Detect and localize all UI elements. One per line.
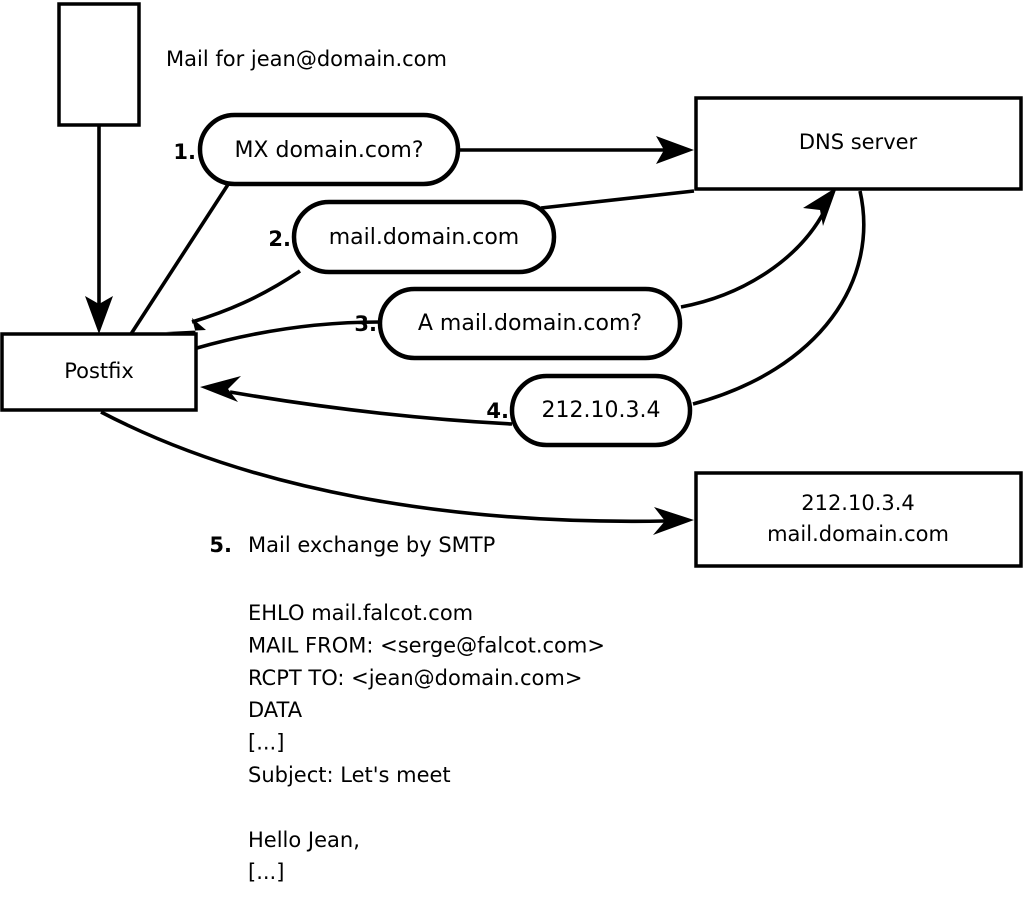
transcript-line: DATA [248,698,303,722]
step-2-number: 2. [268,227,291,251]
node-postfix-label: Postfix [64,359,134,383]
node-dns-server-label: DNS server [799,130,918,154]
edge-step1-to-dns [459,136,694,164]
node-client [57,2,141,127]
edge-dns-to-step2 [540,189,695,210]
node-mail-host-ip: 212.10.3.4 [801,491,915,515]
arrowhead-client-postfix [85,296,113,334]
node-mail-host: 212.10.3.4 mail.domain.com [694,471,1023,568]
diagram-title: Mail for jean@domain.com [166,47,447,71]
step-3-bubble: A mail.domain.com? [377,286,683,361]
edge-dns-to-step4 [692,190,866,406]
transcript-line: [...] [248,860,284,884]
transcript-line: RCPT TO: <jean@domain.com> [248,666,582,690]
arrowhead-step1-dns [656,136,694,164]
arrowhead-step3-dns [803,187,837,226]
node-dns-server: DNS server [694,96,1023,191]
transcript-line: [...] [248,731,284,755]
node-mail-host-hostname: mail.domain.com [767,522,949,546]
step-1-bubble: MX domain.com? [197,112,461,187]
step-4-bubble: 212.10.3.4 [509,373,693,448]
step-3-label: A mail.domain.com? [418,311,642,336]
node-postfix: Postfix [0,332,198,412]
edge-step2-to-postfix [166,269,302,334]
step-5-number: 5. [209,533,232,557]
step-4-label: 212.10.3.4 [542,398,661,423]
edge-postfix-to-step3 [196,320,380,350]
edge-postfix-to-step1 [129,182,231,335]
step-1-label: MX domain.com? [234,138,423,163]
edge-step4-to-postfix [200,376,513,426]
transcript-line: EHLO mail.falcot.com [248,601,473,625]
step-4-number: 4. [486,399,509,423]
step-1-number: 1. [173,140,196,164]
arrowhead-step2-postfix [166,318,206,334]
edge-postfix-to-mailhost [100,410,694,535]
transcript-line: MAIL FROM: <serge@falcot.com> [248,633,605,657]
step-3-number: 3. [354,312,377,336]
arrowhead-step4-postfix [200,376,241,402]
step-5-label: Mail exchange by SMTP [248,533,495,557]
edge-client-to-postfix [85,126,113,334]
transcript-line: Hello Jean, [248,828,360,852]
edge-step3-to-dns [680,187,837,309]
transcript-line: Subject: Let's meet [248,763,451,787]
step-2-bubble: mail.domain.com [291,199,557,275]
step-2-label: mail.domain.com [329,225,520,250]
arrowhead-postfix-mailhost [653,507,694,535]
